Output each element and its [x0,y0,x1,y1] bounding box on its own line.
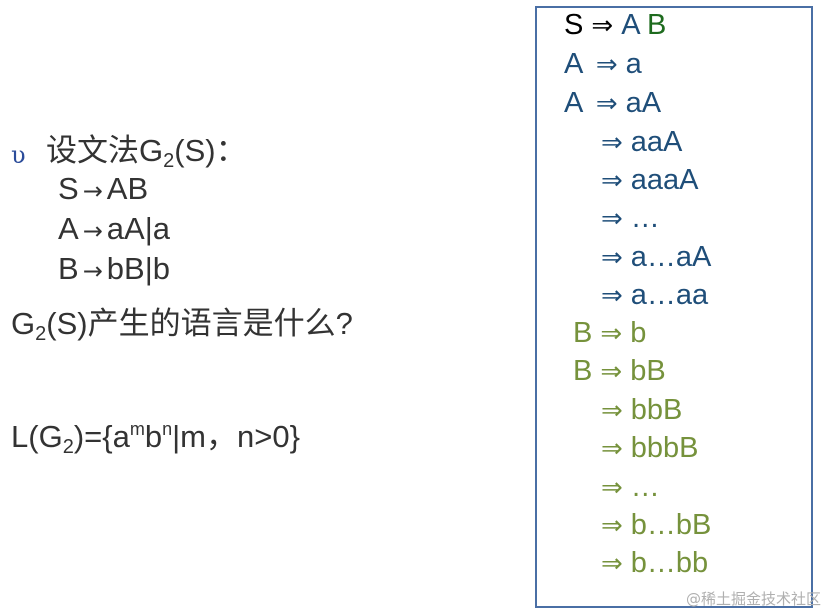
derivation-line: ⇒a…aA [601,240,711,275]
rule-lhs: B [58,251,79,286]
derivation-line: ⇒b…bb [601,546,708,581]
derivation-line: ⇒… [601,470,660,505]
derivation-rhs: … [630,202,660,234]
derivation-rhs: a [625,48,642,80]
answer-prefix: L(G [11,419,63,454]
derivation-line: ⇒a…aa [601,278,708,313]
derivation-rhs: aA [625,87,662,119]
answer-sup-m: m [129,419,145,439]
derivation-rhs: b…bB [630,509,712,541]
derivation-rhs: b…bb [630,547,709,579]
implies-icon: ⇒ [601,434,623,464]
question-subscript: 2 [35,323,47,345]
rule-rhs: AB [106,171,149,206]
rule-rhs: bB|b [106,251,171,286]
derivation-line: B ⇒b [573,316,646,351]
implies-icon: ⇒ [601,204,623,234]
implies-icon: ⇒ [595,89,618,119]
derivation-lhs: A [564,87,582,119]
derivation-line: S ⇒A B [564,8,666,43]
answer-suffix: |m，n>0} [172,419,300,454]
derivation-line: ⇒b…bB [601,508,711,543]
derivation-line: A ⇒aA [564,86,661,121]
implies-icon: ⇒ [595,50,618,80]
derivation-box [535,6,813,608]
grammar-title-subscript: 2 [163,150,175,172]
derivation-rhs: a…aA [630,241,712,273]
derivation-rhs: aaaA [630,164,699,196]
derivation-lhs: B [573,355,593,387]
implies-icon: ⇒ [601,396,623,426]
implies-icon: ⇒ [601,243,623,273]
answer-mid: )={a [73,419,130,454]
grammar-title-prefix: 设文法G [46,133,164,168]
implies-icon: ⇒ [601,281,623,311]
grammar-title: 设文法G2(S)： [46,132,247,180]
implies-icon: ⇒ [591,11,614,41]
derivation-rhs-b: B [647,9,667,41]
derivation-line: ⇒aaA [601,125,682,160]
implies-icon: ⇒ [601,511,623,541]
derivation-line: ⇒bbbB [601,431,699,466]
derivation-lhs: S [564,9,584,41]
rule-arrow-icon: → [82,177,103,205]
answer-subscript: 2 [62,436,74,458]
rule-lhs: S [58,171,79,206]
derivation-lhs: A [564,48,582,80]
grammar-rule-b: B→bB|b [58,250,170,290]
derivation-rhs: a…aa [630,279,709,311]
derivation-rhs: aaA [630,126,683,158]
implies-icon: ⇒ [601,166,623,196]
answer-b: b [144,419,163,454]
question-prefix: G [11,306,36,341]
rule-arrow-icon: → [82,217,103,245]
rule-rhs: aA|a [106,211,171,246]
answer-text: L(G2)={ambn|m，n>0} [11,410,300,466]
implies-icon: ⇒ [601,128,623,158]
derivation-rhs: bbbB [630,432,699,464]
question-text: G2(S)产生的语言是什么? [11,305,353,353]
grammar-rule-a: A→aA|a [58,210,170,250]
bullet-icon: υ [11,141,26,169]
grammar-rule-s: S→AB [58,170,148,210]
implies-icon: ⇒ [600,357,623,387]
derivation-line: ⇒bbB [601,393,682,428]
derivation-line: B ⇒bB [573,354,666,389]
derivation-rhs: b [630,317,647,349]
rule-arrow-icon: → [82,257,103,285]
question-suffix: (S)产生的语言是什么? [46,306,353,341]
watermark: @稀土掘金技术社区 [685,590,821,608]
grammar-title-suffix: (S)： [174,133,247,168]
derivation-line: ⇒… [601,201,660,236]
derivation-line: ⇒aaaA [601,163,699,198]
derivation-rhs: bbB [630,394,683,426]
implies-icon: ⇒ [600,319,623,349]
derivation-line: A ⇒a [564,47,642,82]
answer-sup-n: n [162,419,173,439]
implies-icon: ⇒ [601,473,623,503]
derivation-lhs: B [573,317,593,349]
derivation-rhs: A [621,9,648,41]
implies-icon: ⇒ [601,549,623,579]
rule-lhs: A [58,211,79,246]
derivation-rhs: bB [630,355,666,387]
derivation-rhs: … [630,471,660,503]
